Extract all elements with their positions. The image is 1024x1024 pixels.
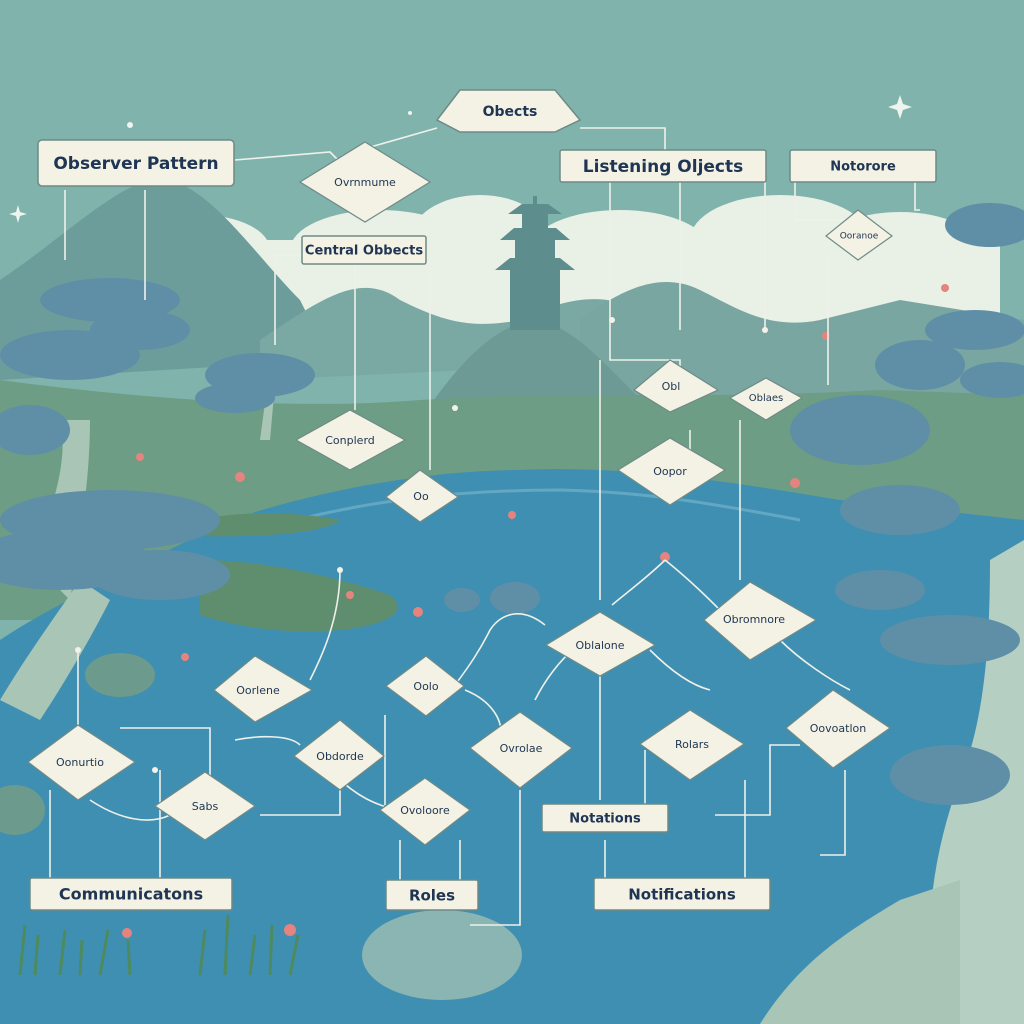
shrub [444, 588, 480, 612]
communications-box: Communicatons [29, 877, 233, 911]
connector-curve-5 [649, 649, 711, 691]
diamond-label: Oovoatlon [810, 722, 866, 735]
notations-label: Notations [569, 812, 641, 827]
lake-highlight [259, 488, 801, 532]
diamond-label: Ovoloore [400, 804, 450, 817]
connector-objects-to-listening [580, 127, 666, 155]
diamond-node: Obl [632, 359, 720, 413]
connector-ovrolae-down [470, 790, 521, 926]
diamond-label: Ovrolae [500, 742, 543, 755]
notorore-box: Notorore [789, 149, 937, 183]
diamond-label: Ooranoe [840, 232, 879, 242]
diamond-label: Oolo [413, 680, 438, 693]
diamond-node: Oopor [616, 437, 727, 506]
notorore-label: Notorore [830, 160, 896, 175]
connector-curve-6 [309, 569, 341, 681]
connector-notorore-left [794, 180, 855, 221]
diamond-node: Oblaes [728, 377, 804, 421]
connector-curve-4 [779, 639, 851, 691]
title-box-label: Observer Pattern [53, 154, 218, 174]
notifications-box: Notifications [593, 877, 771, 911]
objects-box-label: Obects [483, 104, 538, 120]
connector-curve-3 [454, 613, 546, 686]
diamond-label: Rolars [675, 738, 709, 751]
grass-tufts [18, 914, 300, 976]
central-objects-box: Central Obbects [301, 235, 427, 265]
diamond-label: Oonurtio [56, 756, 104, 769]
grass-island [200, 560, 398, 632]
diamond-node: Oo [385, 469, 460, 523]
rock-bottom [362, 910, 522, 1000]
rock-left [85, 653, 155, 697]
notifications-label: Notifications [628, 886, 736, 904]
mountain-left [0, 179, 330, 380]
diamond-node: Ovrolae [469, 711, 574, 789]
diamond-label: Oo [413, 490, 429, 503]
diamond-node: Rolars [638, 709, 746, 781]
diamond-label: Sabs [192, 800, 219, 813]
diamond-label: Oblalone [576, 639, 625, 652]
connector-rolars-right [715, 744, 800, 816]
diamond-label: Conplerd [325, 434, 375, 447]
central-objects-label: Central Obbects [305, 244, 423, 259]
listening-objects-label: Listening Oljects [583, 157, 744, 177]
diamond-node: Ovoloore [378, 777, 472, 846]
tree-right [760, 203, 1024, 1024]
roles-label: Roles [409, 887, 455, 905]
shrub [490, 582, 540, 614]
diamond-node: Oonurtio [26, 724, 137, 801]
connector-curve-1 [611, 559, 666, 606]
connector-notorore-right [914, 180, 920, 211]
diamond-node: Oolo [385, 655, 465, 717]
pagoda [495, 196, 575, 330]
objects-box: Obects [435, 89, 582, 133]
diamond-label: Oopor [653, 465, 687, 478]
connector-central-down-left [274, 254, 305, 345]
connector-dots [75, 317, 768, 773]
connector-curve-8 [234, 735, 301, 746]
diamond-label: Obromnore [723, 613, 785, 626]
connector-oovoatlon-down [820, 770, 846, 856]
diamond-node: Conplerd [294, 409, 407, 471]
connector-curve-7 [89, 799, 171, 821]
tree-left [0, 278, 230, 720]
roles-box: Roles [385, 879, 479, 911]
diamond-label: Obl [662, 380, 681, 393]
title-box: Observer Pattern [37, 139, 235, 187]
listening-objects-box: Listening Oljects [559, 149, 767, 183]
notations-box: Notations [541, 803, 669, 833]
diamond-node: Ovrnmume [298, 141, 432, 223]
tree-mid-left [195, 353, 315, 440]
rock-far-left [0, 785, 45, 835]
diamond-node: Obromnore [703, 581, 818, 661]
diamond-node: Ooranoe [825, 209, 894, 261]
diamond-node: Oblalone [544, 611, 657, 677]
diamond-label: Oorlene [236, 684, 280, 697]
communications-label: Communicatons [59, 885, 203, 904]
grass-strip [200, 513, 340, 537]
diamond-label: Obdorde [316, 750, 364, 763]
diamond-node: Obdorde [293, 719, 385, 791]
diamond-node: Sabs [153, 771, 257, 841]
connector-to-sabs [120, 727, 211, 780]
sparkles [9, 95, 912, 223]
diamond-label: Ovrnmume [334, 176, 396, 189]
diamond-node: Oovoatlon [785, 689, 892, 769]
diamond-node: Oorlene [213, 655, 314, 723]
diamond-label: Oblaes [749, 393, 784, 404]
